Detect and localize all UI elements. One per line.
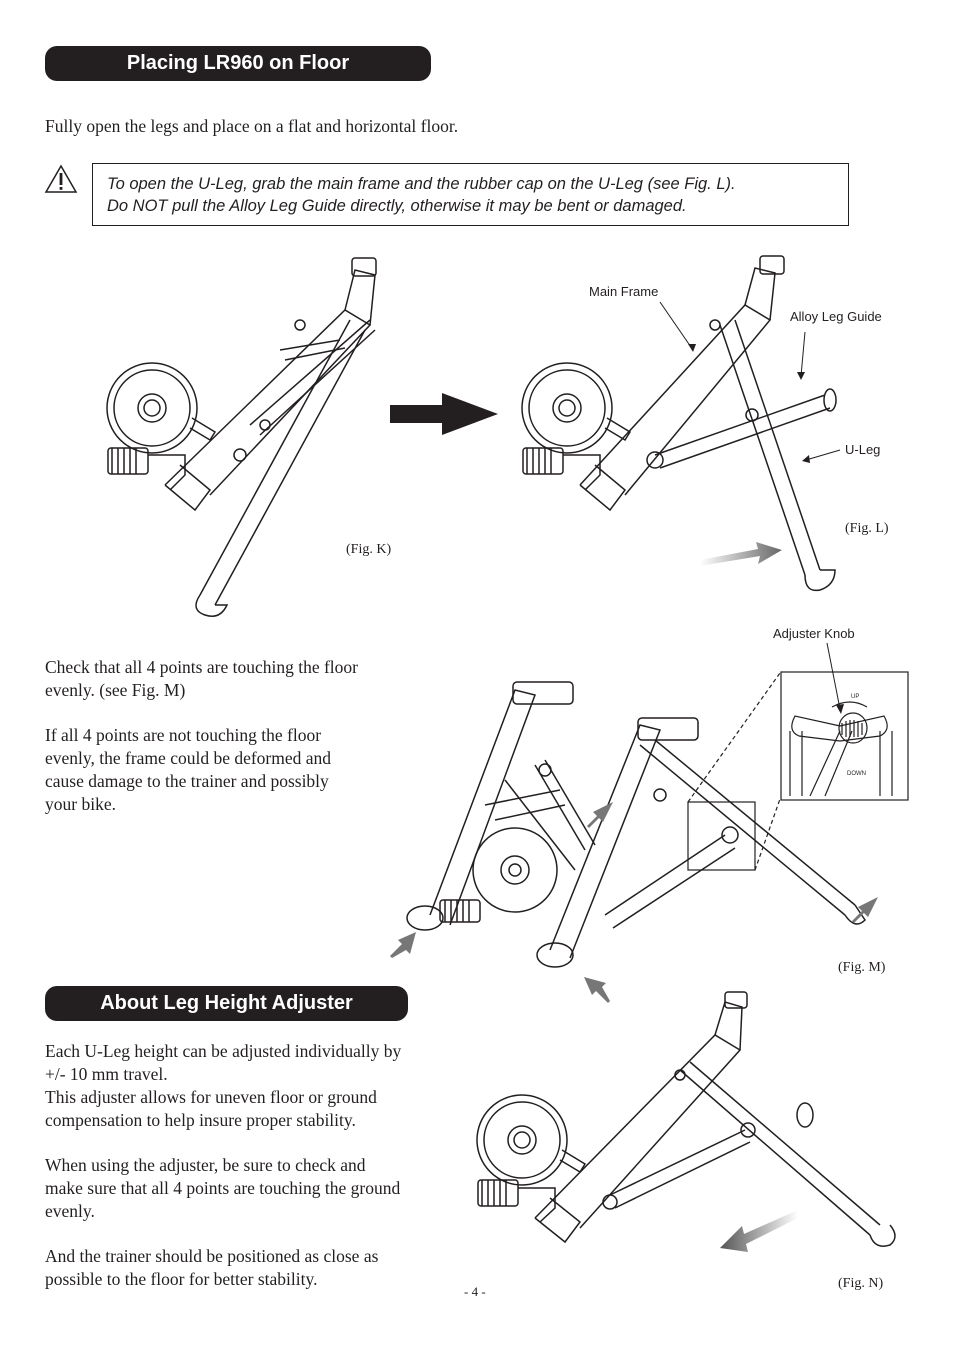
adjuster-paragraph: Each U-Leg height can be adjusted indivi… (45, 1040, 401, 1291)
page-number: - 4 - (464, 1284, 486, 1299)
check-line: Check that all 4 points are touching the… (45, 657, 358, 677)
check-line: your bike. (45, 794, 116, 814)
warning-box: To open the U-Leg, grab the main frame a… (92, 163, 849, 226)
figure-l-illustration (521, 255, 837, 592)
callout-main-frame: Main Frame (589, 284, 659, 299)
figure-l-label: (Fig. L) (845, 521, 889, 536)
adjuster-line: This adjuster allows for uneven floor or… (45, 1087, 377, 1107)
section-title: Placing LR960 on Floor (126, 52, 350, 74)
check-line: evenly, the frame could be deformed and (45, 748, 332, 768)
warning-line-2: Do NOT pull the Alloy Leg Guide directly… (107, 197, 687, 215)
adjuster-inset (780, 671, 909, 801)
adjuster-line: When using the adjuster, be sure to chec… (45, 1155, 366, 1175)
section-header-adjuster: About Leg Height Adjuster (45, 986, 408, 1021)
figure-k-label: (Fig. K) (346, 542, 392, 557)
pull-arrow-icon (700, 542, 782, 566)
check-line: If all 4 points are not touching the flo… (45, 725, 322, 745)
inset-down-label: DOWN (847, 771, 866, 777)
adjuster-line: make sure that all 4 points are touching… (45, 1178, 401, 1198)
pull-arrow-icon (720, 1210, 798, 1252)
adjuster-line: evenly. (45, 1201, 95, 1221)
inset-up-label: UP (851, 694, 860, 700)
section-header-placing: Placing LR960 on Floor (45, 46, 431, 81)
check-line: cause damage to the trainer and possibly (45, 771, 329, 791)
contact-arrow-icon (587, 802, 613, 828)
main-frame-leader (659, 301, 696, 352)
contact-arrow-icon (584, 977, 610, 1003)
contact-arrow-icon (852, 897, 878, 923)
u-leg-leader (802, 449, 841, 463)
warning-triangle-icon (44, 164, 78, 193)
adjuster-line: Each U-Leg height can be adjusted indivi… (45, 1041, 402, 1061)
contact-arrow-icon (390, 932, 416, 958)
adjuster-knob-leader (826, 642, 844, 714)
adjuster-line: compensation to help insure proper stabi… (45, 1110, 356, 1130)
zoom-indicator (687, 672, 781, 871)
figure-n-label: (Fig. N) (838, 1276, 884, 1291)
check-paragraph: Check that all 4 points are touching the… (45, 656, 358, 816)
adjuster-line: +/- 10 mm travel. (45, 1064, 168, 1084)
arrow-right-icon (390, 393, 498, 435)
warning-line-1: To open the U-Leg, grab the main frame a… (107, 175, 736, 193)
check-line: evenly. (see Fig. M) (45, 680, 186, 700)
callout-u-leg: U-Leg (845, 442, 881, 457)
callout-adjuster-knob: Adjuster Knob (773, 626, 855, 641)
adjuster-line: And the trainer should be positioned as … (45, 1246, 379, 1266)
figure-k-illustration (106, 257, 377, 617)
section-title: About Leg Height Adjuster (100, 992, 353, 1014)
callout-alloy-leg-guide: Alloy Leg Guide (790, 309, 882, 324)
figure-n-illustration (476, 991, 896, 1247)
intro-text: Fully open the legs and place on a flat … (45, 116, 459, 136)
figure-m-label: (Fig. M) (838, 960, 886, 975)
alloy-leg-guide-leader (797, 331, 806, 380)
adjuster-line: possible to the floor for better stabili… (45, 1269, 318, 1289)
